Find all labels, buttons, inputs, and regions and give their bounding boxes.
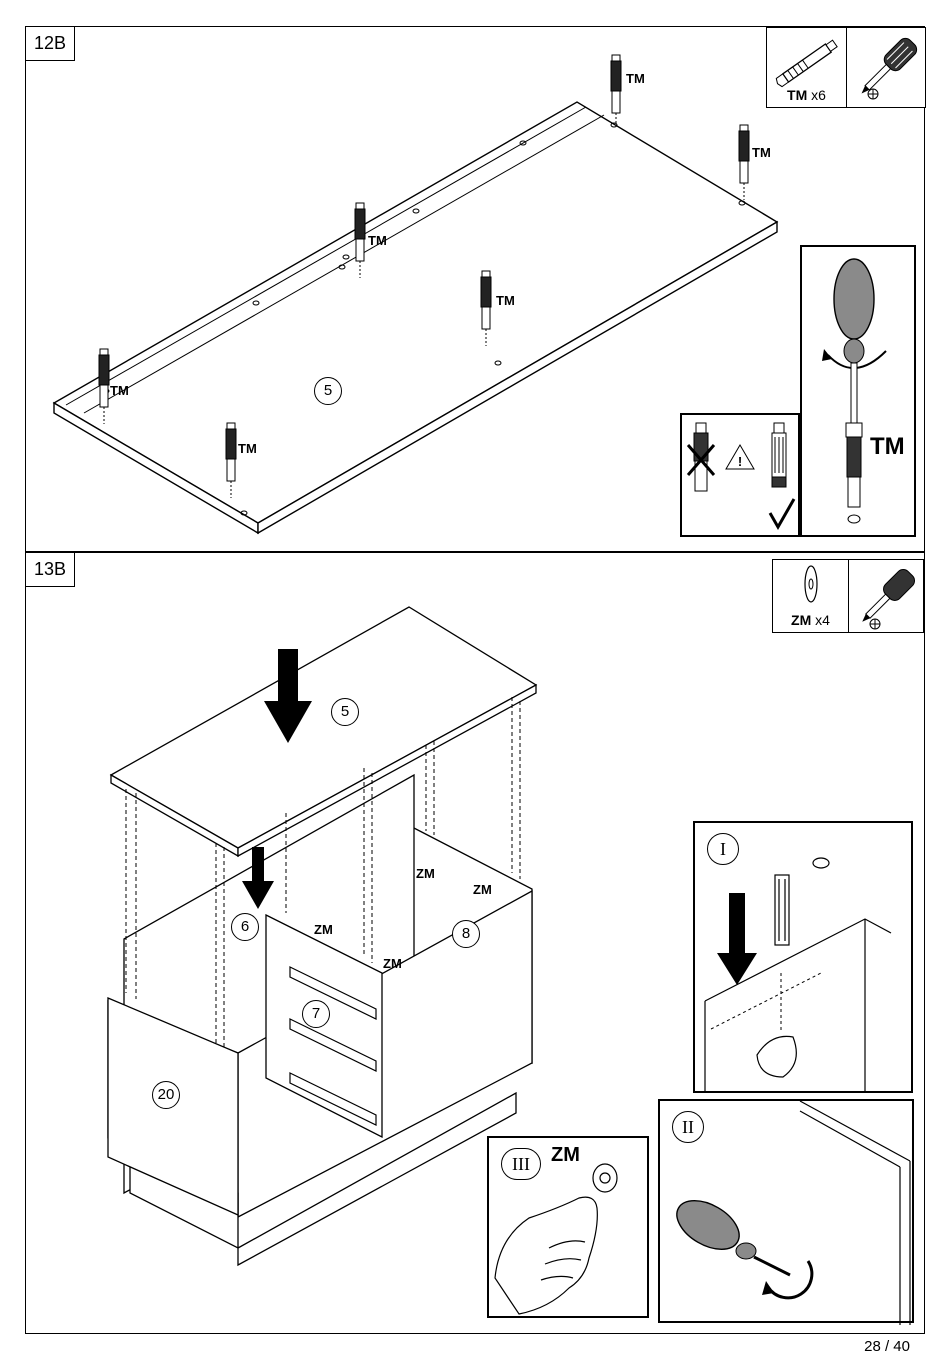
- detail-ii-tighten-cam: II: [658, 1099, 914, 1323]
- svg-text:!: !: [738, 454, 742, 469]
- panel-number-7: 7: [302, 1000, 330, 1028]
- detail-ii-illustration: [660, 1101, 916, 1325]
- panel-number-6: 6: [231, 913, 259, 941]
- tm-callout-3: TM: [368, 233, 387, 248]
- tm-orientation-warning-detail: !: [680, 413, 800, 537]
- panel-number-5: 5: [331, 698, 359, 726]
- zm-callout-1: ZM: [416, 866, 435, 881]
- tm-detail-label: TM: [870, 433, 905, 461]
- tm-callout-2: TM: [752, 145, 771, 160]
- page-number: 28 / 40: [864, 1338, 910, 1355]
- tm-install-detail: TM: [800, 245, 916, 537]
- zm-callout-3: ZM: [314, 922, 333, 937]
- step-12b-panel: 12B TM x6: [25, 26, 925, 552]
- tm-callout-4: TM: [496, 293, 515, 308]
- zm-callout-2: ZM: [473, 882, 492, 897]
- tm-callout-1: TM: [626, 71, 645, 86]
- screwdriver-turn-illustration: [802, 247, 918, 539]
- detail-i-insert-bolt: I: [693, 821, 913, 1093]
- detail-iii-insert-cam: III ZM: [487, 1136, 649, 1318]
- hand-holding-cam-illustration: [489, 1138, 651, 1320]
- panel-number-20: 20: [152, 1081, 180, 1109]
- panel-number-5: 5: [314, 377, 342, 405]
- tm-callout-5: TM: [110, 383, 129, 398]
- panel-number-8: 8: [452, 920, 480, 948]
- tm-callout-6: TM: [238, 441, 257, 456]
- warning-illustration: !: [682, 415, 802, 539]
- step-13b-panel: 13B ZM x4: [25, 552, 925, 1334]
- detail-i-illustration: [695, 823, 915, 1095]
- zm-callout-4: ZM: [383, 956, 402, 971]
